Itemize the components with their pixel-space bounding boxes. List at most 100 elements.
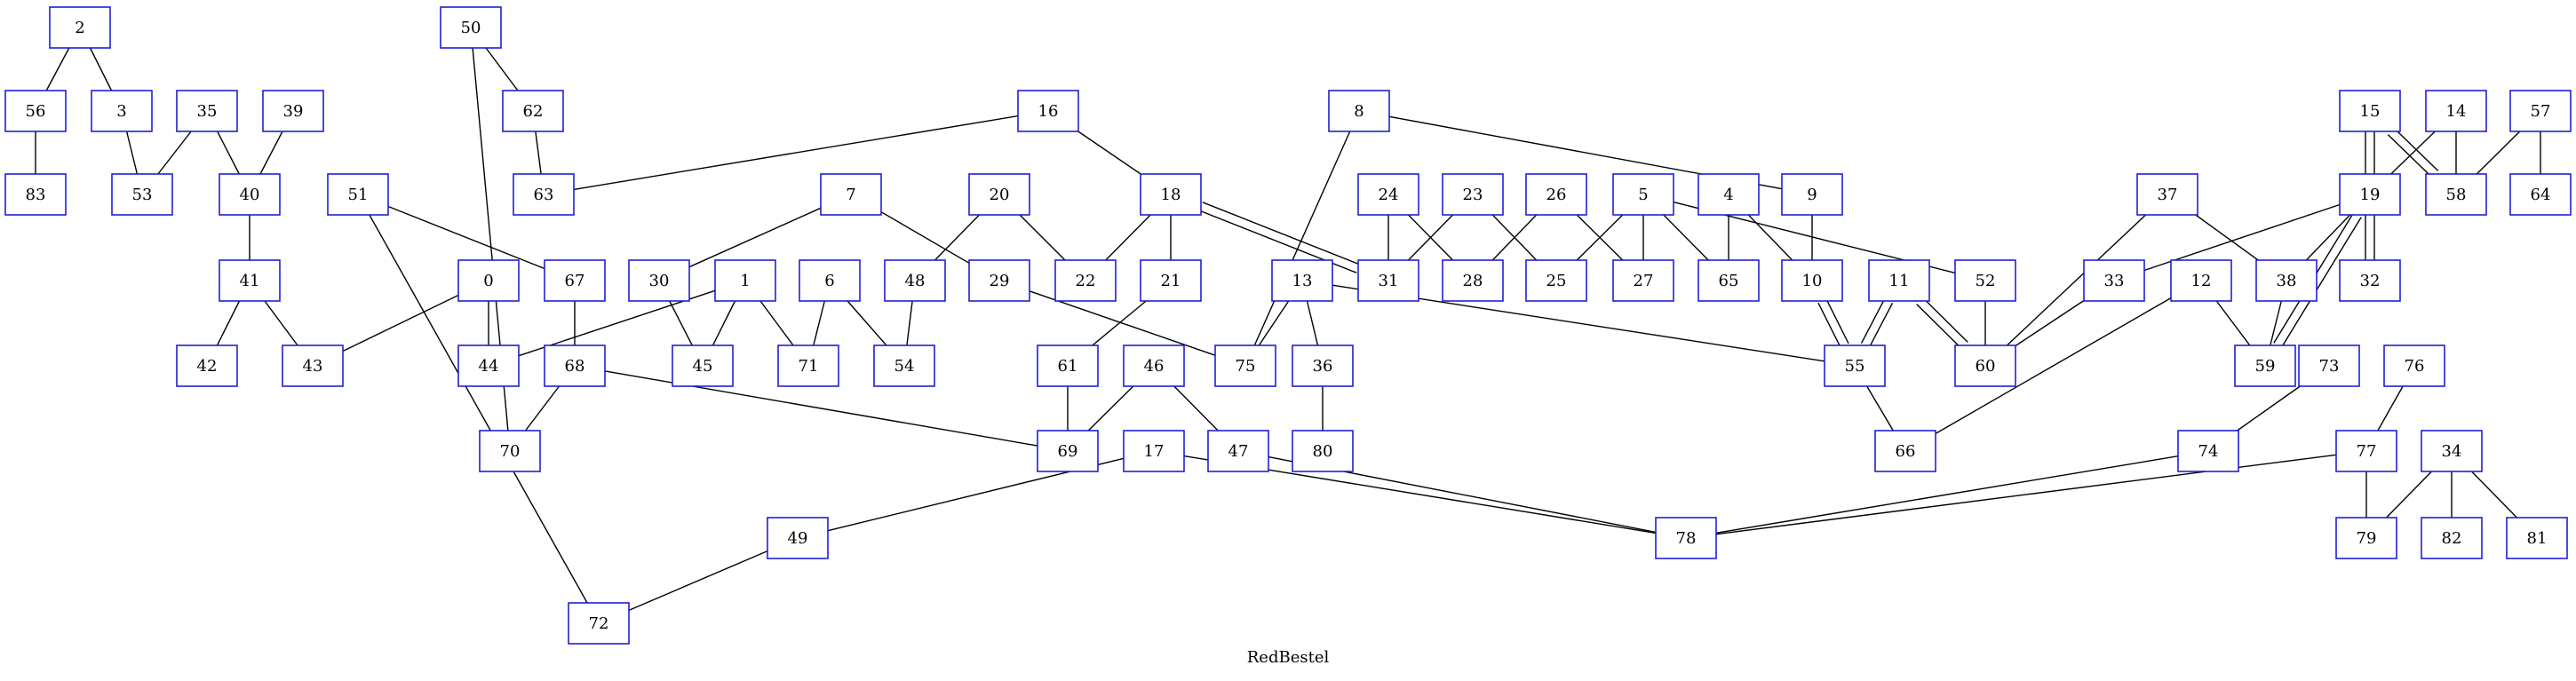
- node-box: [1271, 259, 1333, 302]
- node-43: 43: [282, 344, 344, 387]
- node-32: 32: [2339, 259, 2401, 302]
- node-31: 31: [1357, 259, 1419, 302]
- edge-20-22: [1019, 214, 1066, 261]
- node-box: [2170, 259, 2232, 302]
- node-box: [1037, 344, 1099, 387]
- node-box: [1140, 173, 1202, 216]
- node-label: 9: [1807, 186, 1817, 204]
- node-51: 51: [327, 173, 389, 216]
- edge-1-45: [712, 300, 736, 346]
- node-label: 8: [1354, 102, 1364, 121]
- edge-14-19: [2390, 131, 2436, 175]
- node-label: 0: [483, 272, 493, 290]
- edge-37-60: [2006, 214, 2147, 346]
- node-label: 6: [824, 272, 834, 290]
- node-19: 19: [2339, 173, 2401, 216]
- node-52: 52: [1954, 259, 2016, 302]
- node-label: 83: [26, 186, 46, 204]
- node-79: 79: [2335, 517, 2397, 559]
- edge-13-36: [1306, 300, 1319, 346]
- edge-0-43: [342, 294, 459, 352]
- node-label: 10: [1802, 272, 1823, 290]
- node-label: 56: [26, 102, 46, 121]
- node-69: 69: [1037, 430, 1099, 472]
- node-label: 35: [197, 102, 218, 121]
- node-28: 28: [1442, 259, 1504, 302]
- node-label: 44: [479, 357, 499, 376]
- edge-74-78: [1715, 455, 2179, 534]
- node-label: 60: [1976, 357, 1996, 376]
- node-box: [568, 602, 630, 645]
- node-47: 47: [1207, 430, 1269, 472]
- node-66: 66: [1874, 430, 1936, 472]
- node-box: [2083, 259, 2145, 302]
- node-box: [502, 90, 564, 132]
- node-box: [1525, 173, 1587, 216]
- node-26: 26: [1525, 173, 1587, 216]
- node-box: [1874, 430, 1936, 472]
- node-box: [1357, 259, 1419, 302]
- node-0: 0: [457, 259, 520, 302]
- node-73: 73: [2298, 344, 2360, 387]
- edge-18-22: [1105, 214, 1151, 261]
- edge-46-47: [1173, 385, 1219, 432]
- edge-68-70: [524, 385, 561, 432]
- node-49: 49: [767, 517, 829, 559]
- edge-38-59: [2270, 300, 2282, 346]
- node-box: [1054, 259, 1117, 302]
- node-box: [672, 344, 734, 387]
- edge-3-53: [125, 131, 139, 175]
- node-82: 82: [2421, 517, 2483, 559]
- node-label: 22: [1076, 272, 1096, 290]
- node-label: 1: [740, 272, 750, 290]
- node-label: 50: [461, 19, 481, 37]
- node-11: 11: [1868, 259, 1930, 302]
- node-box: [457, 259, 520, 302]
- node-35: 35: [176, 90, 238, 132]
- node-70: 70: [479, 430, 541, 472]
- node-box: [2509, 173, 2572, 216]
- node-label: 63: [534, 186, 554, 204]
- edge-23-31: [1408, 214, 1453, 261]
- node-36: 36: [1292, 344, 1354, 387]
- node-label: 12: [2191, 272, 2212, 290]
- node-label: 40: [240, 186, 260, 204]
- node-label: 49: [788, 529, 808, 548]
- node-box: [884, 259, 946, 302]
- node-label: 81: [2527, 529, 2548, 548]
- node-label: 16: [1038, 102, 1059, 121]
- node-label: 26: [1546, 186, 1567, 204]
- node-box: [1655, 517, 1717, 559]
- edge-5-65: [1663, 214, 1709, 261]
- edge-6-54: [847, 300, 887, 346]
- edge-51-72: [369, 214, 588, 604]
- node-box: [2425, 173, 2487, 216]
- edge-35-53: [157, 131, 192, 175]
- node-8: 8: [1328, 90, 1390, 132]
- node-box: [2255, 259, 2318, 302]
- node-label: 70: [500, 442, 521, 461]
- edge-11-60: [1916, 304, 1962, 350]
- edge-19-33: [2143, 203, 2341, 272]
- node-10: 10: [1781, 259, 1843, 302]
- edge-57-58: [2476, 131, 2521, 175]
- node-label: 62: [523, 102, 544, 121]
- node-1: 1: [714, 259, 776, 302]
- node-box: [2421, 430, 2483, 472]
- edge-8-75: [1253, 131, 1351, 346]
- node-63: 63: [513, 173, 575, 216]
- node-38: 38: [2255, 259, 2318, 302]
- node-label: 7: [846, 186, 855, 204]
- node-box: [1868, 259, 1930, 302]
- node-box: [262, 90, 324, 132]
- edge-16-63: [573, 115, 1019, 191]
- node-label: 45: [693, 357, 713, 376]
- node-label: 55: [1845, 357, 1865, 376]
- edge-49-72: [628, 550, 768, 612]
- node-label: 13: [1292, 272, 1313, 290]
- node-25: 25: [1525, 259, 1587, 302]
- node-label: 23: [1463, 186, 1483, 204]
- node-box: [968, 173, 1030, 216]
